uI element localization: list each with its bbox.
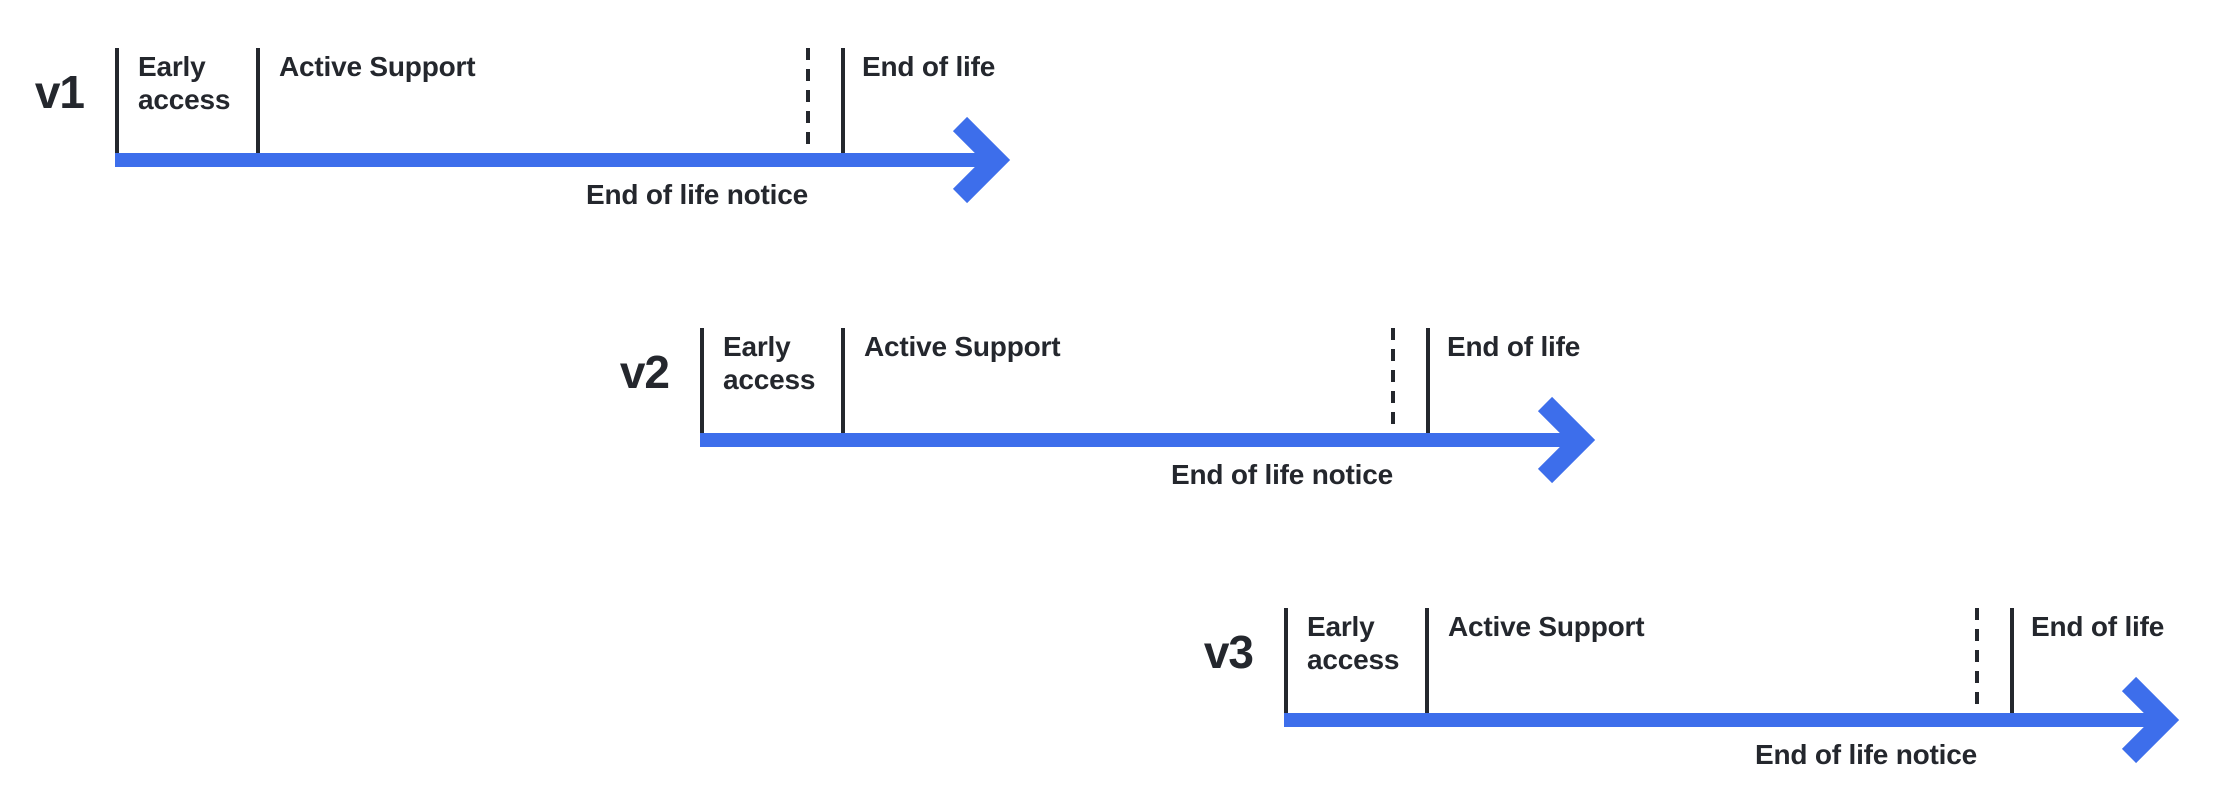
version-label-v2: v2 (619, 346, 670, 398)
early-access-start-tick (700, 328, 704, 434)
end-of-life-tick (1426, 328, 1430, 434)
active-support-start-tick (1425, 608, 1429, 714)
end-of-life-label: End of life (862, 51, 996, 82)
version-label-v3: v3 (1203, 626, 1254, 678)
end-of-life-tick (841, 48, 845, 154)
early-access-start-tick (1284, 608, 1288, 714)
end-of-life-label: End of life (1447, 331, 1581, 362)
eol-notice-dashed-marker (1975, 608, 1979, 709)
active-support-label: Active Support (1448, 611, 1645, 642)
end-of-life-label: End of life (2031, 611, 2165, 642)
early-access-start-tick (115, 48, 119, 154)
early-access-label: Early access (1307, 611, 1400, 675)
timeline-row-v2: v2 Early access Active Support End of li… (462, 328, 1622, 513)
active-support-label: Active Support (864, 331, 1061, 362)
active-support-label: Active Support (279, 51, 476, 82)
timeline-arrow-icon (115, 116, 1011, 204)
end-of-life-notice-label: End of life notice (1171, 459, 1393, 490)
timeline-arrow-icon (1284, 676, 2180, 764)
timeline-row-v3: v3 Early access Active Support End of li… (1046, 608, 2206, 793)
end-of-life-tick (2010, 608, 2014, 714)
end-of-life-notice-label: End of life notice (1755, 739, 1977, 770)
early-access-label: Early access (723, 331, 816, 395)
active-support-start-tick (841, 328, 845, 434)
version-label-v1: v1 (34, 66, 85, 118)
timeline-row-v1: v1 Early access Active Support End of li… (0, 48, 1037, 233)
end-of-life-notice-label: End of life notice (586, 179, 808, 210)
active-support-start-tick (256, 48, 260, 154)
eol-notice-dashed-marker (806, 48, 810, 149)
timeline-arrow-icon (700, 396, 1596, 484)
early-access-label: Early access (138, 51, 231, 115)
eol-notice-dashed-marker (1391, 328, 1395, 429)
